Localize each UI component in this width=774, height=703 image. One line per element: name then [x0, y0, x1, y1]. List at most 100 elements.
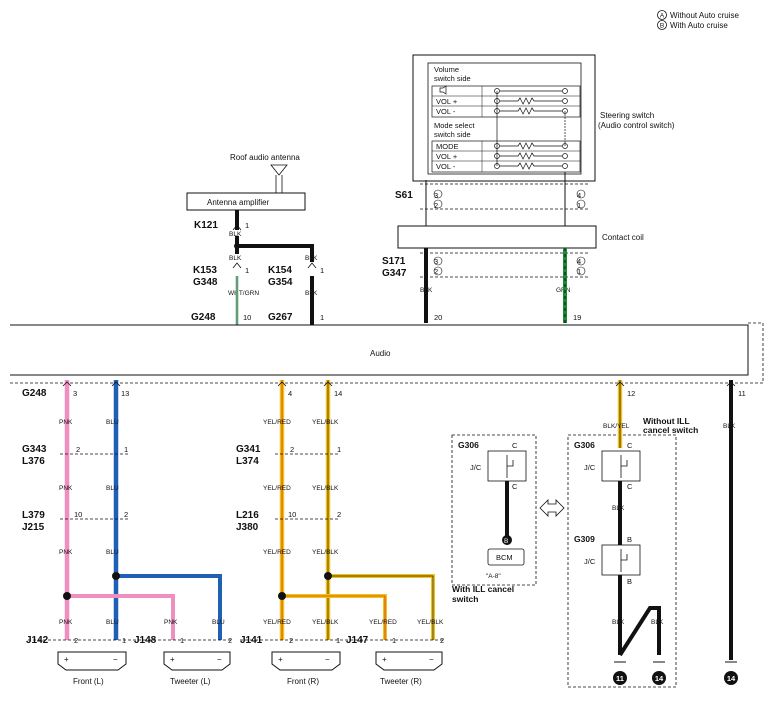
pin-arrows [62, 381, 736, 387]
legend: A Without Auto cruise B With Auto cruise [657, 10, 739, 30]
j148-pin-2: 2 [228, 636, 232, 645]
front-l-label: Front (L) [73, 677, 104, 686]
wire-blu-1: BLU [106, 419, 119, 426]
legend-a-text: Without Auto cruise [670, 11, 739, 20]
j147-pin-2: 2 [440, 636, 444, 645]
ground-14b-icon [724, 671, 738, 685]
tweeter-r-plus: + [382, 655, 387, 664]
j141-pin-1: 1 [336, 636, 340, 645]
g306-with-pin-c2: C [512, 482, 518, 491]
g341-pin-2: 2 [290, 445, 294, 454]
pin-4: 4 [288, 389, 292, 398]
pin-14: 14 [334, 389, 342, 398]
g341-pin-1: 1 [337, 445, 341, 454]
wire-yel-red-4: YEL/RED [263, 619, 291, 626]
with-ill-label-1: With ILL cancel [452, 584, 514, 594]
wire-yel-blk-3: YEL/BLK [312, 549, 339, 556]
bcm-label: BCM [496, 553, 513, 562]
wire-pnk-1: PNK [59, 419, 73, 426]
with-ill-label-2: switch [452, 594, 478, 604]
s171-pin-a: 3 [434, 257, 438, 266]
without-ill-label-2: cancel switch [643, 425, 698, 435]
s61-pin-b1: 1 [577, 201, 581, 210]
wire-blu-5: BLU [212, 619, 225, 626]
g248-pin-10: 10 [243, 313, 251, 322]
antenna-icon [270, 164, 288, 176]
front-r-label: Front (R) [287, 677, 319, 686]
l374-label: L374 [236, 456, 259, 467]
speaker-tweeter-r: + − Tweeter (R) [375, 651, 443, 686]
j142-label: J142 [26, 635, 49, 646]
pin-12: 12 [627, 389, 635, 398]
vol-up-label-1: VOL + [436, 97, 458, 106]
a8-ref: "A-8" [486, 573, 501, 580]
steering-switch-title: Steering switch [600, 111, 654, 120]
resistors [496, 90, 566, 170]
g248-bottom-label: G248 [22, 388, 47, 399]
g341-label: G341 [236, 444, 261, 455]
front-l-minus: − [113, 655, 118, 664]
wire-blk-yel: BLK/YEL [603, 423, 630, 430]
vol-down-label-2: VOL - [436, 162, 456, 171]
steering-switch-subtitle: (Audio control switch) [598, 121, 675, 130]
jc-with: J/C [470, 463, 482, 472]
l216-pin-10: 10 [288, 510, 296, 519]
j380-label: J380 [236, 522, 259, 533]
wire-blk-11: BLK [723, 423, 736, 430]
volume-side-l1: Volume [434, 65, 459, 74]
g309-pin-b2: B [627, 577, 632, 586]
vol-up-label-2: VOL + [436, 152, 458, 161]
j215-label: J215 [22, 522, 45, 533]
k154-pin: 1 [320, 266, 324, 275]
g267-pin: 1 [320, 313, 324, 322]
j147-pin-1: 1 [392, 636, 396, 645]
wire-yel-red-3: YEL/RED [263, 549, 291, 556]
tweeter-l-plus: + [170, 655, 175, 664]
roof-antenna-label: Roof audio antenna [230, 153, 300, 162]
l216-pin-2: 2 [337, 510, 341, 519]
s61-pin-a: 3 [434, 191, 438, 200]
l379-label: L379 [22, 510, 45, 521]
wire-yel-blk-2: YEL/BLK [312, 485, 339, 492]
wire-pnk-5: PNK [164, 619, 178, 626]
mode-side-l2: switch side [434, 130, 471, 139]
wire-pnk-2: PNK [59, 485, 73, 492]
j142-pin-1: 1 [122, 636, 126, 645]
g347-label: G347 [382, 268, 407, 279]
s61-pin-a4: 4 [577, 191, 581, 200]
tweeter-l-minus: − [217, 655, 222, 664]
tweeter-r-minus: − [429, 655, 434, 664]
tweeter-l-label: Tweeter (L) [170, 677, 211, 686]
legend-a-mark: A [660, 13, 665, 20]
g343-label: G343 [22, 444, 47, 455]
l216-label: L216 [236, 510, 259, 521]
vol-down-label-1: VOL - [436, 107, 456, 116]
wire-yel-red-5: YEL/RED [369, 619, 397, 626]
contact-coil: Contact coil [397, 225, 644, 249]
tweeter-r-label: Tweeter (R) [380, 677, 422, 686]
antenna-section: Roof audio antenna Antenna amplifier K12… [186, 153, 581, 325]
ground-14b-label: 14 [727, 674, 736, 683]
bcm-pin-b: B [504, 538, 508, 545]
right-channel-labels: 4 14 YEL/RED YEL/BLK G341 L374 2 1 YEL/R… [236, 389, 444, 646]
steering-switch: Volume switch side VOL + VOL - Mode sele… [412, 54, 675, 182]
switch-contacts [494, 88, 568, 169]
wire-yel-blk-4: YEL/BLK [312, 619, 339, 626]
jc-without-1: J/C [584, 463, 596, 472]
jc-without-2: J/C [584, 557, 596, 566]
pin-11: 11 [738, 389, 746, 398]
contact-coil-label: Contact coil [602, 233, 644, 242]
g267-label: G267 [268, 312, 293, 323]
audio-pin-19: 19 [573, 313, 581, 322]
g348-label: G348 [193, 277, 218, 288]
l376-label: L376 [22, 456, 45, 467]
with-ill-cancel-block: G306 C J/C C B BCM "A-8" With ILL cancel… [451, 434, 537, 604]
left-channel-labels: G248 3 13 PNK BLU G343 L376 2 1 PNK BLU … [22, 388, 232, 646]
connector-s171-g347: S171 G347 3 2 4 1 BLK GRN [382, 252, 590, 294]
ground-14a-label: 14 [655, 674, 664, 683]
l379-pin-10: 10 [74, 510, 82, 519]
speaker-icon [439, 85, 447, 95]
volume-side-l2: switch side [434, 74, 471, 83]
wire-yel-red-2: YEL/RED [263, 485, 291, 492]
